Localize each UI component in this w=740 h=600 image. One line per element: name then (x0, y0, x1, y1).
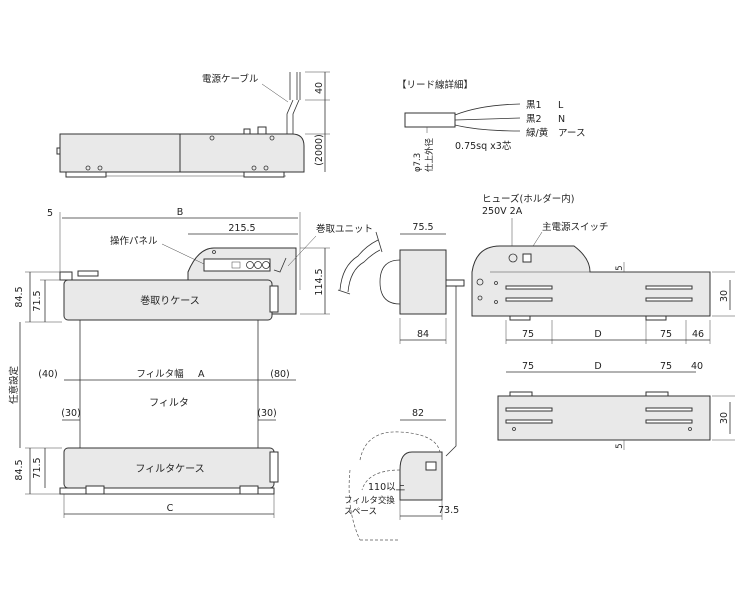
filter-exchange-space-2: スペース (344, 507, 377, 517)
lower-side-unit (399, 451, 443, 501)
dim-82: 82 (412, 408, 424, 419)
dim-75-5: 75.5 (412, 222, 433, 233)
dim-D-b: D (594, 361, 601, 372)
winding-unit-label: 巻取ユニット (316, 223, 373, 235)
dim-5-bottom: 5 (615, 443, 625, 448)
filter-case-label: フィルタケース (135, 463, 204, 475)
dim-80-filter: (80) (270, 369, 290, 380)
side-unit-body (399, 249, 447, 315)
lead-green-yellow: 緑/黄 (526, 127, 548, 139)
dim-114-5: 114.5 (314, 268, 325, 295)
dim-40-bottom: 40 (691, 361, 703, 372)
operation-panel (203, 258, 271, 272)
dim-46: 46 (692, 329, 704, 340)
dim-30-bottom: 30 (719, 412, 730, 424)
dim-75-b: 75 (660, 329, 672, 340)
dim-73-5: 73.5 (438, 505, 459, 516)
dim-2000: (2000) (314, 134, 325, 166)
bottom-unit (497, 395, 711, 441)
arbitrary-setting: 任意設定 (8, 366, 20, 405)
dim-30-top: 30 (719, 290, 730, 302)
dim-84: 84 (417, 329, 429, 340)
power-cable-label: 電源ケーブル (202, 73, 259, 85)
cable-diameter-note: 仕上外径 (424, 137, 435, 172)
top-side-view: 40 (2000) 電源ケーブル (56, 71, 330, 178)
dim-75-c: 75 (522, 361, 534, 372)
fuse-rating: 250V 2A (482, 206, 523, 217)
dim-75-d: 75 (660, 361, 672, 372)
dim-84-5-top: 84.5 (14, 286, 25, 307)
dim-71-5-top: 71.5 (32, 290, 43, 311)
right-view: ヒューズ(ホルダー内) 250V 2A 主電源スイッチ 5 30 75 D 7 (471, 193, 735, 450)
main-switch-label: 主電源スイッチ (542, 221, 609, 233)
cable-diameter: φ7.3 (413, 153, 423, 172)
dim-5: 5 (47, 208, 53, 219)
operation-panel-label: 操作パネル (110, 235, 158, 247)
lead-black1: 黒1 (526, 100, 542, 111)
lead-detail: 【リード線詳細】 黒1 黒2 緑/黄 L N アース φ7.3 仕上外径 0.7… (397, 79, 585, 172)
dim-B: B (177, 207, 184, 218)
dim-215-5: 215.5 (228, 223, 255, 234)
dim-C: C (167, 503, 174, 514)
wire-earth: アース (558, 128, 585, 139)
filter-label: フィルタ (149, 397, 189, 409)
cable-spec: 0.75sq x3芯 (455, 140, 512, 152)
wire-L: L (558, 100, 564, 111)
top-body-left (59, 133, 185, 173)
side-view: 75.5 84 82 110以上 フィルタ交換 スペース 73.5 (337, 222, 465, 541)
lead-black2: 黒2 (526, 114, 542, 125)
filter-width-label: フィルタ幅 (136, 368, 184, 380)
dim-71-5-bottom: 71.5 (32, 457, 43, 478)
back-unit (471, 245, 711, 317)
dim-40-filter: (40) (38, 369, 58, 380)
clearance-label: 110以上 (368, 482, 406, 493)
dim-40: 40 (314, 82, 325, 94)
front-view: 5 B 215.5 操作パネル 巻取ユニット 巻取りケース 114.5 (8, 207, 373, 518)
dim-A: A (198, 369, 205, 380)
dim-84-5-bottom: 84.5 (14, 459, 25, 480)
dim-5-top: 5 (615, 265, 625, 270)
wire-N: N (558, 114, 565, 125)
fuse-label: ヒューズ(ホルダー内) (482, 193, 574, 205)
dim-30-right: (30) (257, 408, 277, 419)
dim-D-a: D (594, 329, 601, 340)
dim-75-a: 75 (522, 329, 534, 340)
dim-30-left: (30) (61, 408, 81, 419)
filter-exchange-space-1: フィルタ交換 (344, 495, 395, 506)
lead-detail-title: 【リード線詳細】 (397, 79, 473, 91)
top-body-right (179, 133, 305, 173)
winding-case-label: 巻取りケース (140, 295, 200, 307)
